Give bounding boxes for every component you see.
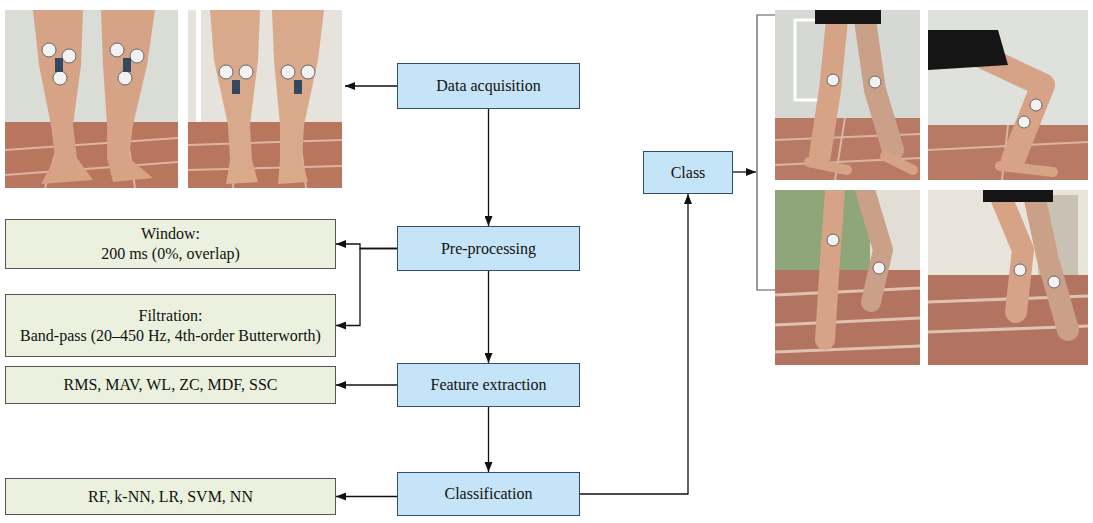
- sensor-module: [55, 58, 63, 72]
- leg: [865, 20, 893, 150]
- leg: [1033, 190, 1068, 330]
- node-text: RMS, MAV, WL, ZC, MDF, SSC: [64, 375, 278, 395]
- emg-sensor: [110, 43, 124, 57]
- node-text: RF, k-NN, LR, SVM, NN: [88, 487, 253, 507]
- leg: [820, 20, 837, 155]
- bracket: [757, 15, 775, 290]
- photo-back-legs: [188, 10, 342, 188]
- shorts: [815, 10, 881, 24]
- step-edges: [775, 288, 920, 352]
- leg: [101, 10, 155, 182]
- shorts: [928, 30, 1008, 70]
- connector-arrow: [336, 496, 397, 497]
- photo-squat: [928, 10, 1088, 180]
- photo-walking: [775, 10, 920, 180]
- sensor-module: [294, 80, 302, 94]
- emg-sensor: [301, 65, 315, 79]
- node-text: Data acquisition: [436, 76, 540, 96]
- emg-sensor: [239, 65, 253, 79]
- connector-arrow: [336, 244, 397, 249]
- node-text: Classification: [445, 484, 533, 504]
- leader-arrow: [733, 171, 756, 172]
- node-text: 200 ms (0%, overlap): [101, 244, 240, 264]
- process-box: Pre-processing: [397, 226, 580, 271]
- emg-sensor: [53, 71, 67, 85]
- door-frame: [196, 10, 201, 128]
- process-box: Feature extraction: [397, 363, 580, 407]
- emg-sensor: [118, 71, 132, 85]
- emg-sensor: [869, 76, 881, 88]
- leg: [998, 190, 1023, 312]
- leg: [825, 190, 835, 340]
- connector-arrow: [336, 249, 397, 326]
- emg-sensor: [1018, 116, 1030, 128]
- emg-sensor: [1048, 276, 1060, 288]
- node-text: Window:: [141, 224, 200, 244]
- node-text: Feature extraction: [431, 375, 547, 395]
- sensor-module: [232, 80, 240, 94]
- emg-sensor: [1030, 99, 1042, 111]
- photo-wall: [775, 10, 920, 122]
- emg-sensor: [130, 49, 144, 63]
- photo-stairs-ascent: [775, 190, 920, 365]
- connector-arrow: [488, 109, 489, 226]
- emg-sensor: [873, 262, 885, 274]
- leg: [272, 10, 324, 184]
- photo-stairs-descent: [928, 190, 1088, 365]
- output-box: Class: [643, 151, 733, 194]
- process-box: Data acquisition: [397, 63, 580, 109]
- photo-front-legs: [5, 10, 178, 188]
- leg: [210, 10, 260, 184]
- node-text: Filtration:: [139, 306, 203, 326]
- parameter-box: Filtration:Band-pass (20–450 Hz, 4th-ord…: [5, 294, 336, 357]
- emg-sensor: [219, 65, 233, 79]
- connector-arrow: [580, 194, 688, 494]
- parameter-box: RMS, MAV, WL, ZC, MDF, SSC: [5, 366, 336, 404]
- foot: [1000, 166, 1053, 172]
- sensor-module: [123, 58, 131, 72]
- parameter-box: Window:200 ms (0%, overlap): [5, 219, 336, 269]
- parameter-box: RF, k-NN, LR, SVM, NN: [5, 478, 336, 515]
- emg-sensor: [1014, 264, 1026, 276]
- foot: [809, 156, 913, 170]
- emg-sensor: [62, 49, 76, 63]
- node-text: Class: [671, 163, 706, 183]
- process-box: Classification: [397, 472, 580, 516]
- shorts: [983, 190, 1053, 202]
- connector-arrow: [488, 407, 489, 472]
- connector-arrow: [488, 271, 489, 363]
- node-text: Pre-processing: [441, 239, 536, 259]
- leg: [865, 190, 883, 302]
- emg-sensor: [827, 234, 839, 246]
- node-text: Band-pass (20–450 Hz, 4th-order Butterwo…: [20, 326, 321, 346]
- emg-sensor: [42, 43, 56, 57]
- emg-sensor: [827, 74, 839, 86]
- tiled-floor: [188, 122, 342, 188]
- emg-sensor: [281, 65, 295, 79]
- leg: [33, 10, 93, 184]
- tile-lines: [188, 122, 342, 188]
- leader-arrow: [345, 85, 397, 86]
- connector-arrow: [336, 384, 397, 385]
- stairs: [775, 270, 920, 365]
